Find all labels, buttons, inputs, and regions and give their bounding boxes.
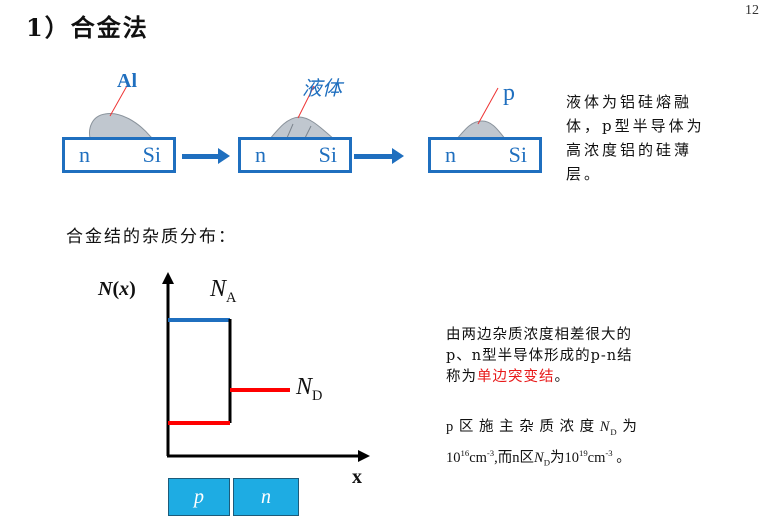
process-diagram: Al n Si 液体 n Si p n Si: [0, 0, 560, 200]
y-label-paren: ): [129, 278, 136, 300]
text: ,而n区: [494, 449, 535, 466]
exp: 16: [460, 447, 470, 458]
nd-sub: D: [312, 387, 323, 404]
na-n: N: [210, 276, 227, 302]
text: 。: [612, 449, 631, 466]
text: 为: [617, 419, 638, 435]
n-si-substrate-3: n Si: [428, 137, 542, 173]
si-label: Si: [142, 142, 161, 167]
explanation-line: 1016cm-3,而n区ND为1019cm-3 。: [446, 443, 638, 474]
explanation-paragraph-2: p 区 施 主 杂 质 浓 度 ND 为 1016cm-3,而n区ND为1019…: [446, 417, 638, 474]
n-si-substrate-1: n Si: [62, 137, 176, 173]
text: p 区 施 主 杂 质 浓 度: [446, 419, 600, 435]
explanation-paragraph-1: 由两边杂质浓度相差很大的 p、n型半导体形成的p-n结 称为单边突变结。: [446, 325, 633, 388]
p-region-block: p: [168, 478, 230, 516]
text-suffix: 。: [554, 369, 570, 385]
callout-label-al: Al: [117, 70, 137, 92]
nd-sub: D: [610, 426, 618, 437]
page-number: 12: [745, 3, 759, 18]
x-axis-arrow-icon: [358, 450, 370, 462]
description-line: 层。: [566, 165, 603, 183]
num: 10: [564, 449, 579, 466]
exp: -3: [486, 447, 495, 458]
callout-label-p: p: [503, 80, 515, 106]
explanation-line: p 区 施 主 杂 质 浓 度 ND 为: [446, 417, 638, 443]
explanation-line: 由两边杂质浓度相差很大的: [446, 327, 632, 343]
slide-title: 1）合金法: [26, 13, 149, 42]
impurity-distribution-diagram: N(x) NA ND x p n: [0, 260, 400, 516]
si-label: Si: [318, 142, 337, 167]
n-si-substrate-2: n Si: [238, 137, 352, 173]
highlight-term: 单边突变结: [477, 369, 555, 385]
distribution-heading: 合金结的杂质分布：: [66, 227, 237, 247]
description-line: 液体为铝硅熔融: [566, 93, 693, 111]
explanation-line: p、n型半导体形成的p-n结: [446, 348, 633, 364]
callout-line-al: [109, 83, 129, 117]
na-label: NA: [210, 276, 236, 307]
callout-label-liquid: 液体: [302, 76, 342, 100]
n-label: n: [79, 142, 90, 167]
n-region-block: n: [233, 478, 299, 516]
y-axis-arrow-icon: [162, 272, 174, 284]
p-layer-blob-icon: [454, 120, 508, 141]
unit: cm: [469, 449, 487, 466]
y-label-n: N: [98, 278, 113, 300]
aluminum-blob-icon: [89, 113, 154, 139]
nd-symbol: N: [599, 419, 611, 435]
explanation-line: 称为单边突变结。: [446, 367, 633, 388]
n-label: n: [255, 142, 266, 167]
description-line: 体，p型半导体为: [566, 117, 705, 135]
nd-label: ND: [296, 374, 322, 405]
y-label-paren: (: [112, 278, 120, 300]
exp: -3: [605, 447, 613, 458]
callout-line-liquid: [297, 85, 315, 119]
nd-sub: D: [543, 457, 550, 468]
num: 10: [446, 449, 461, 466]
distribution-plot: [162, 272, 370, 462]
nd-symbol: N: [534, 449, 544, 466]
x-axis-label: x: [352, 466, 362, 488]
si-label: Si: [508, 142, 527, 167]
y-label-x: x: [119, 278, 130, 300]
callout-line-p: [477, 87, 499, 125]
arrow-right-icon: [354, 148, 404, 164]
text-prefix: 称为: [446, 369, 477, 385]
description-line: 高浓度铝的硅薄: [566, 141, 693, 159]
n-label: n: [445, 142, 456, 167]
arrow-right-icon: [182, 148, 230, 164]
nd-n: N: [296, 374, 313, 400]
text: 为: [549, 449, 565, 466]
exp: 19: [578, 447, 588, 458]
na-sub: A: [226, 289, 237, 306]
unit: cm: [587, 449, 606, 466]
process-description: 液体为铝硅熔融 体，p型半导体为 高浓度铝的硅薄 层。: [566, 90, 705, 186]
y-axis-label: N(x): [98, 278, 136, 301]
